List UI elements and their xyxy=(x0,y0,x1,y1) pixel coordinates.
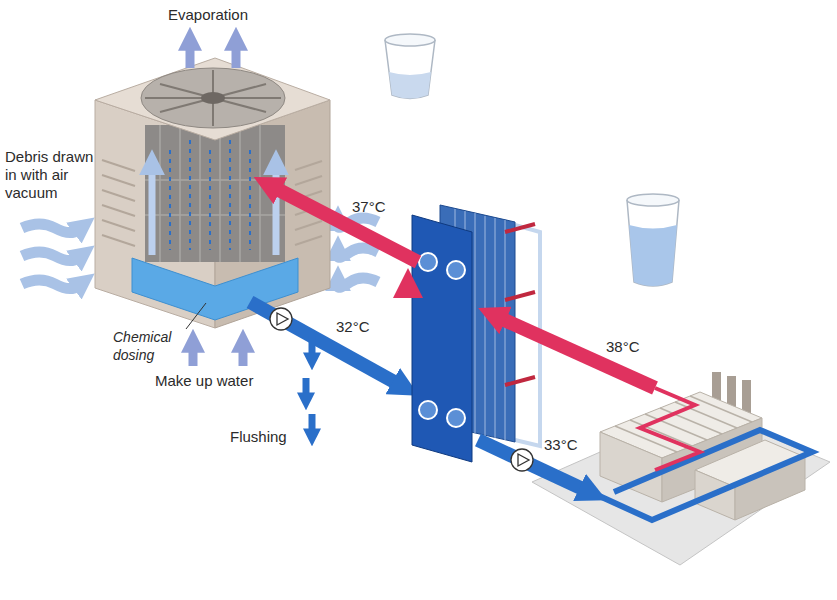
cooling-tower xyxy=(170,140,250,250)
factory xyxy=(630,420,692,446)
cooling-tower xyxy=(295,161,322,170)
warm-water-pipe xyxy=(275,188,418,262)
cold-water-pipe xyxy=(309,414,316,432)
cold-water-pipe xyxy=(309,336,316,356)
air-inflow-arrow xyxy=(22,252,78,261)
air-inflow-arrow xyxy=(338,278,378,287)
plate-heat-exchanger xyxy=(505,377,535,385)
water-glass-icon xyxy=(629,225,677,286)
cooling-tower xyxy=(102,160,135,171)
cooling-tower xyxy=(102,220,135,231)
cooling-tower xyxy=(145,125,285,262)
pump-symbol xyxy=(270,308,292,330)
cooling-tower xyxy=(145,214,285,216)
plate-heat-exchanger xyxy=(505,220,506,440)
cold-water-pipe xyxy=(303,378,310,396)
cooling-tower xyxy=(159,125,161,262)
flow-label: Evaporation xyxy=(168,6,248,24)
makeup-water-arrow xyxy=(189,348,198,366)
water-glass-icon xyxy=(385,40,435,99)
plate-heat-exchanger xyxy=(419,253,465,427)
plate-heat-exchanger xyxy=(412,215,472,462)
cooling-tower xyxy=(295,221,322,230)
cooling-tower xyxy=(229,140,231,250)
cooling-tower xyxy=(239,125,241,262)
cooling-tower xyxy=(259,125,261,262)
temperature-label: 38°C xyxy=(606,338,640,356)
air-inflow-arrow xyxy=(22,280,78,289)
exchanger-flow-arrow xyxy=(403,292,414,348)
pump-symbol xyxy=(518,454,529,466)
cooling-tower xyxy=(141,68,285,128)
annotation-label: Chemical dosing xyxy=(113,328,185,364)
makeup-water-arrow xyxy=(239,348,248,366)
leader-line xyxy=(186,303,206,329)
factory xyxy=(645,414,707,440)
cooling-tower xyxy=(295,236,322,245)
cooling-tower xyxy=(145,125,285,262)
cooling-tower xyxy=(179,125,181,262)
cooling-tower xyxy=(201,92,225,104)
cooling-tower xyxy=(152,170,276,255)
plate-heat-exchanger xyxy=(419,401,437,419)
factory xyxy=(595,430,812,520)
cooling-tower xyxy=(102,175,135,186)
cold-water-pipe xyxy=(250,302,398,384)
pump-symbol xyxy=(511,449,533,471)
cooling-tower xyxy=(145,179,285,181)
cooling-tower xyxy=(209,150,211,250)
cold-water-pipe xyxy=(250,302,398,432)
cooling-tower xyxy=(102,190,135,201)
temperature-label: 32°C xyxy=(336,318,370,336)
cooling-tower xyxy=(199,125,201,262)
evaporation-arrow xyxy=(232,46,241,68)
flow-label: Make up water xyxy=(155,372,253,390)
cooling-tower xyxy=(95,58,330,140)
pump-symbol xyxy=(511,449,533,471)
temperature-label: 33°C xyxy=(544,436,578,454)
water-glass-icon xyxy=(627,200,679,286)
temperature-label: 37°C xyxy=(352,198,386,216)
water-glass-icon xyxy=(627,194,679,206)
pump-symbol xyxy=(270,308,292,330)
factory xyxy=(735,457,805,520)
plate-heat-exchanger xyxy=(475,213,476,433)
plate-heat-exchanger xyxy=(447,409,465,427)
plate-heat-exchanger xyxy=(485,216,486,436)
water-glass-icon xyxy=(389,72,431,99)
evaporation-arrow xyxy=(186,46,195,68)
air-inflow-arrow xyxy=(22,224,78,233)
makeup-water-arrow xyxy=(193,348,243,366)
cooling-tower xyxy=(102,205,135,216)
annotation-label: Debris drawn in with air vacuum xyxy=(5,148,103,202)
plate-heat-exchanger xyxy=(447,261,465,279)
plate-heat-exchanger xyxy=(419,253,437,271)
cooling-tower xyxy=(149,170,156,255)
plate-heat-exchanger xyxy=(495,218,496,438)
cooling-tower xyxy=(295,176,322,185)
factory xyxy=(532,372,830,565)
plate-heat-exchanger xyxy=(505,292,535,300)
factory xyxy=(660,408,722,434)
cooling-tower xyxy=(145,70,281,126)
cold-water-pipe xyxy=(306,336,312,432)
factory xyxy=(690,396,752,422)
cooling-tower xyxy=(189,140,191,250)
evaporation-arrow xyxy=(190,46,236,68)
air-inflow-arrow xyxy=(338,248,378,257)
plate-heat-exchanger xyxy=(505,224,535,232)
pump-symbol xyxy=(277,313,288,325)
plate-heat-exchanger xyxy=(505,224,535,385)
factory xyxy=(675,402,737,428)
water-glass-icon xyxy=(385,34,435,46)
flow-label: Flushing xyxy=(230,428,287,446)
factory xyxy=(640,388,700,470)
cooling-tower xyxy=(219,125,221,262)
process-hot-pipe xyxy=(500,318,655,388)
cooling-tower xyxy=(102,235,135,246)
cooling-tower xyxy=(169,150,171,250)
cooling-tower xyxy=(249,150,251,250)
